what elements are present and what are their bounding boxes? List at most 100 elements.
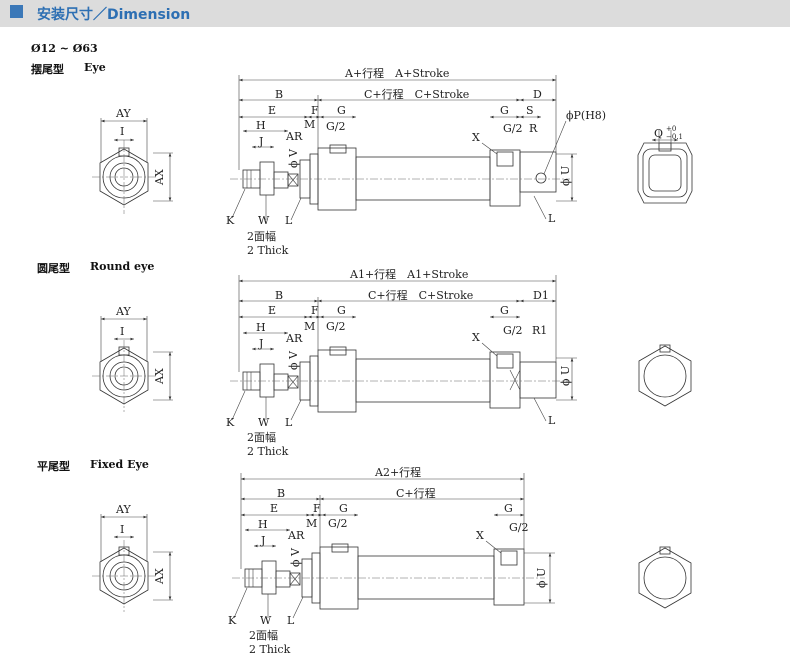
fixed-eye-b-label: B xyxy=(277,487,285,500)
fixed-eye-j-label: J xyxy=(260,534,265,547)
eye-stroke-length: C+行程 C+Stroke xyxy=(364,88,469,101)
eye-w-label: W xyxy=(258,214,270,227)
section-header: 安装尺寸／Dimension xyxy=(0,0,790,27)
eye-q-tol-top: +0 xyxy=(666,125,676,133)
eye-ay-label: AY xyxy=(115,107,131,120)
eye-b-label: B xyxy=(275,88,283,101)
eye-g-label-left: G xyxy=(337,104,346,117)
bore-range: Ø12 ~ Ø63 xyxy=(31,42,98,55)
eye-f-label: F xyxy=(311,104,319,117)
round-eye-i-label: I xyxy=(120,325,124,338)
fixed-eye-end-view xyxy=(638,546,692,609)
round-eye-overall-length: A1+行程 A1+Stroke xyxy=(349,268,468,281)
round-eye-u-label: ϕ U xyxy=(559,366,572,386)
section-round-eye-cn: 圆尾型 xyxy=(37,262,70,275)
round-eye-l-label-right: L xyxy=(548,414,556,427)
round-eye-g2-label-left: G/2 xyxy=(326,320,346,333)
eye-thick-en: 2 Thick xyxy=(247,244,289,257)
eye-u-label: ϕ U xyxy=(559,166,572,186)
fixed-eye-g2-label-right: G/2 xyxy=(509,521,529,534)
round-eye-l-label-left: L xyxy=(285,416,293,429)
eye-g-label-right: G xyxy=(500,104,509,117)
fixed-eye-m-label: M xyxy=(306,517,317,530)
fixed-eye-k-label: K xyxy=(228,614,237,627)
eye-e-label: E xyxy=(268,104,276,117)
round-eye-r1-label: R1 xyxy=(532,324,547,337)
round-eye-j-label: J xyxy=(258,337,263,350)
fixed-eye-w-label: W xyxy=(260,614,272,627)
section-eye-cn: 摆尾型 xyxy=(31,63,64,76)
eye-r-label: R xyxy=(529,122,538,135)
section-eye-en: Eye xyxy=(84,61,106,74)
fixed-eye-g2-label-left: G/2 xyxy=(328,517,348,530)
drawing-fixed-eye: AY I AX A2+行程 B C+行程 E F xyxy=(92,466,692,656)
eye-ar-label: AR xyxy=(285,130,303,143)
round-eye-h-label: H xyxy=(256,321,266,334)
round-eye-f-label: F xyxy=(311,304,319,317)
round-eye-v-label: ϕ V xyxy=(287,350,300,370)
section-fixed-eye-cn: 平尾型 xyxy=(37,460,70,473)
fixed-eye-u-label: ϕ U xyxy=(535,568,548,588)
eye-l-label-left: L xyxy=(285,214,293,227)
eye-end-view xyxy=(637,142,693,204)
eye-g2-label-right: G/2 xyxy=(503,122,523,135)
fixed-eye-l-label: L xyxy=(287,614,295,627)
round-eye-e-label: E xyxy=(268,304,276,317)
header-accent-bar xyxy=(10,5,23,18)
fixed-eye-f-label: F xyxy=(313,502,321,515)
round-eye-stroke-length: C+行程 C+Stroke xyxy=(368,289,473,302)
eye-ax-label: AX xyxy=(153,169,166,186)
round-eye-d1-label: D1 xyxy=(533,289,549,302)
drawing-round-eye: AY I AX A1+行程 A1+Stroke B C+行程 C xyxy=(92,268,692,458)
fixed-eye-overall-length: A2+行程 xyxy=(374,466,421,479)
round-eye-ay-label: AY xyxy=(115,305,131,318)
eye-j-label: J xyxy=(258,135,263,148)
eye-d-label: D xyxy=(533,88,542,101)
round-eye-ax-label: AX xyxy=(153,368,166,385)
round-eye-g-label-right: G xyxy=(500,304,509,317)
fixed-eye-thick-en: 2 Thick xyxy=(249,643,291,656)
fixed-eye-e-label: E xyxy=(270,502,278,515)
fixed-eye-thick-cn: 2面幅 xyxy=(249,629,278,642)
section-fixed-eye-en: Fixed Eye xyxy=(90,458,149,471)
eye-pin-label: ϕP(H8) xyxy=(566,109,606,122)
eye-thick-cn: 2面幅 xyxy=(247,230,276,243)
drawing-eye: AY I AX A+行程 A+Stroke B C+行 xyxy=(92,67,693,257)
round-eye-end-view xyxy=(638,344,692,407)
fixed-eye-h-label: H xyxy=(258,518,268,531)
fixed-eye-g-label-right: G xyxy=(504,502,513,515)
round-eye-ar-label: AR xyxy=(285,332,303,345)
round-eye-g-label-left: G xyxy=(337,304,346,317)
round-eye-k-label: K xyxy=(226,416,235,429)
fixed-eye-v-label: ϕ V xyxy=(289,547,302,567)
fixed-eye-stroke-length: C+行程 xyxy=(396,487,436,500)
eye-m-label: M xyxy=(304,118,315,131)
fixed-eye-x-label: X xyxy=(476,529,484,542)
eye-s-label: S xyxy=(526,104,534,117)
section-round-eye-en: Round eye xyxy=(90,260,155,273)
fixed-eye-g-label-left: G xyxy=(339,502,348,515)
round-eye-g2-label-right: G/2 xyxy=(503,324,523,337)
eye-i-label: I xyxy=(120,125,124,138)
eye-k-label: K xyxy=(226,214,235,227)
header-title: 安装尺寸／Dimension xyxy=(37,7,191,23)
eye-x-label: X xyxy=(472,131,480,144)
round-eye-w-label: W xyxy=(258,416,270,429)
eye-overall-length: A+行程 A+Stroke xyxy=(344,67,449,80)
eye-h-label: H xyxy=(256,119,266,132)
fixed-eye-ar-label: AR xyxy=(287,529,305,542)
eye-g2-label-left: G/2 xyxy=(326,120,346,133)
eye-l-label-right: L xyxy=(548,212,556,225)
fixed-eye-i-label: I xyxy=(120,523,124,536)
eye-v-label: ϕ V xyxy=(287,148,300,168)
fixed-eye-ay-label: AY xyxy=(115,503,131,516)
eye-q-label: Q xyxy=(654,127,663,140)
round-eye-b-label: B xyxy=(275,289,283,302)
round-eye-m-label: M xyxy=(304,320,315,333)
round-eye-thick-en: 2 Thick xyxy=(247,445,289,458)
fixed-eye-ax-label: AX xyxy=(153,568,166,585)
eye-q-tol-bottom: −0.1 xyxy=(666,133,683,141)
round-eye-thick-cn: 2面幅 xyxy=(247,431,276,444)
round-eye-x-label: X xyxy=(472,331,480,344)
